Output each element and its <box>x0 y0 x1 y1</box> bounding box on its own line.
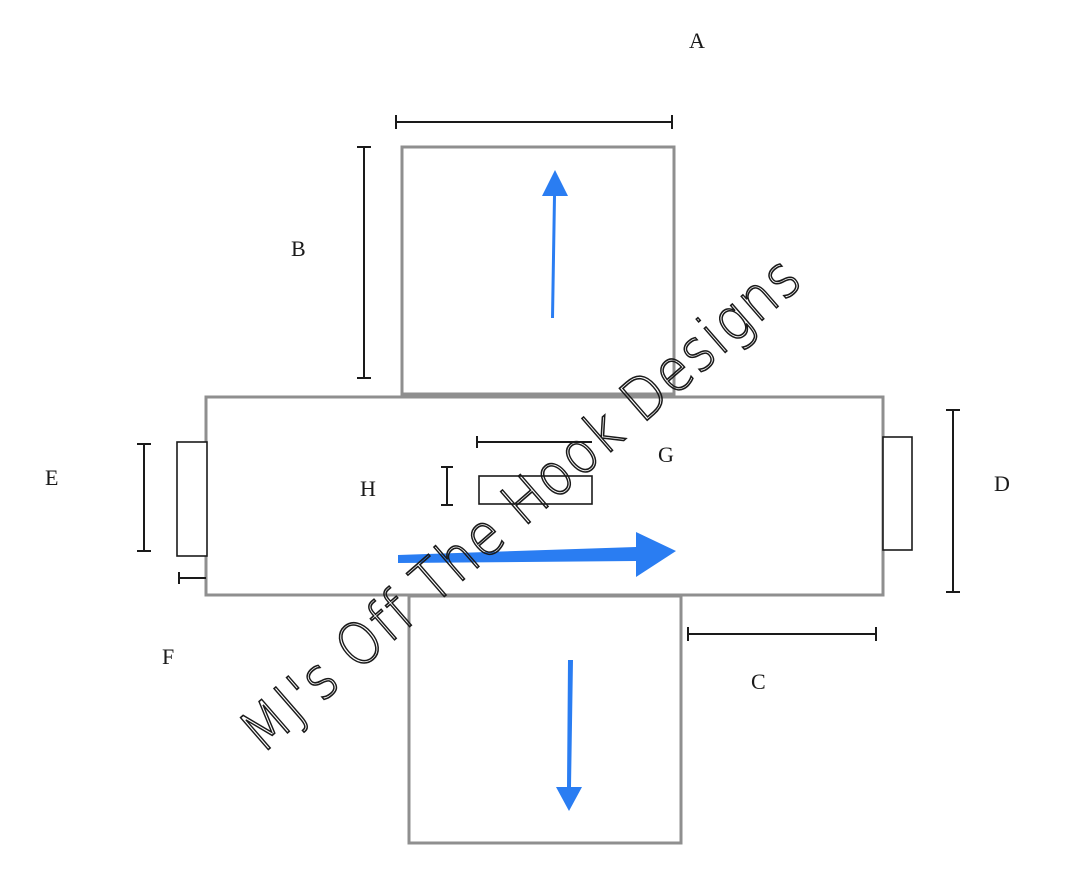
bottom-panel <box>407 594 683 845</box>
label-f: F <box>162 644 174 669</box>
top-panel <box>400 145 676 396</box>
label-a: A <box>689 28 705 53</box>
label-e: E <box>45 465 58 490</box>
left-tab <box>176 441 208 557</box>
dimension-line-a <box>395 115 673 129</box>
dimension-line-e <box>137 443 151 552</box>
label-g: G <box>658 442 674 467</box>
dimension-line-b <box>357 146 371 379</box>
down-arrow-icon <box>556 660 582 811</box>
up-arrow-icon <box>542 170 568 318</box>
label-h: H <box>360 476 376 501</box>
dimension-line-d <box>946 409 960 593</box>
label-b: B <box>291 236 306 261</box>
dimension-line-f <box>178 572 206 584</box>
right-tab <box>882 436 913 551</box>
right-arrow-icon <box>398 532 676 577</box>
label-c: C <box>751 669 766 694</box>
label-d: D <box>994 471 1010 496</box>
dimension-line-g <box>476 436 592 448</box>
center-slot <box>478 475 593 505</box>
dimension-line-h <box>441 466 453 506</box>
dimension-line-c <box>687 627 877 641</box>
